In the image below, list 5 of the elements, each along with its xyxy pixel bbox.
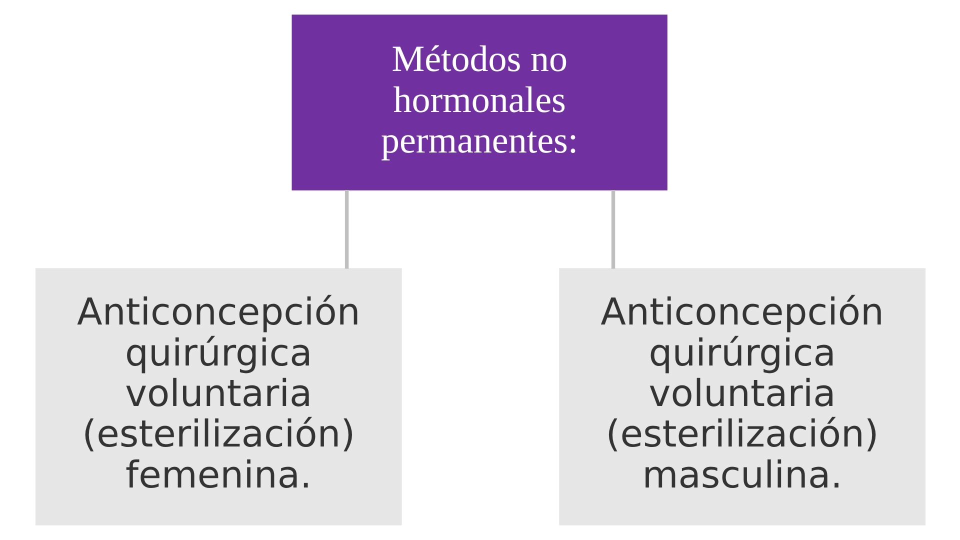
node-box: Métodos no hormonales permanentes: <box>291 14 667 190</box>
connector <box>344 190 348 269</box>
connector <box>610 190 615 269</box>
node-box: Anticoncepción quirúrgica voluntaria (esterilización) femenina. <box>34 268 402 526</box>
node-box: Anticoncepción quirúrgica voluntaria (esterilización) masculina. <box>558 268 926 526</box>
